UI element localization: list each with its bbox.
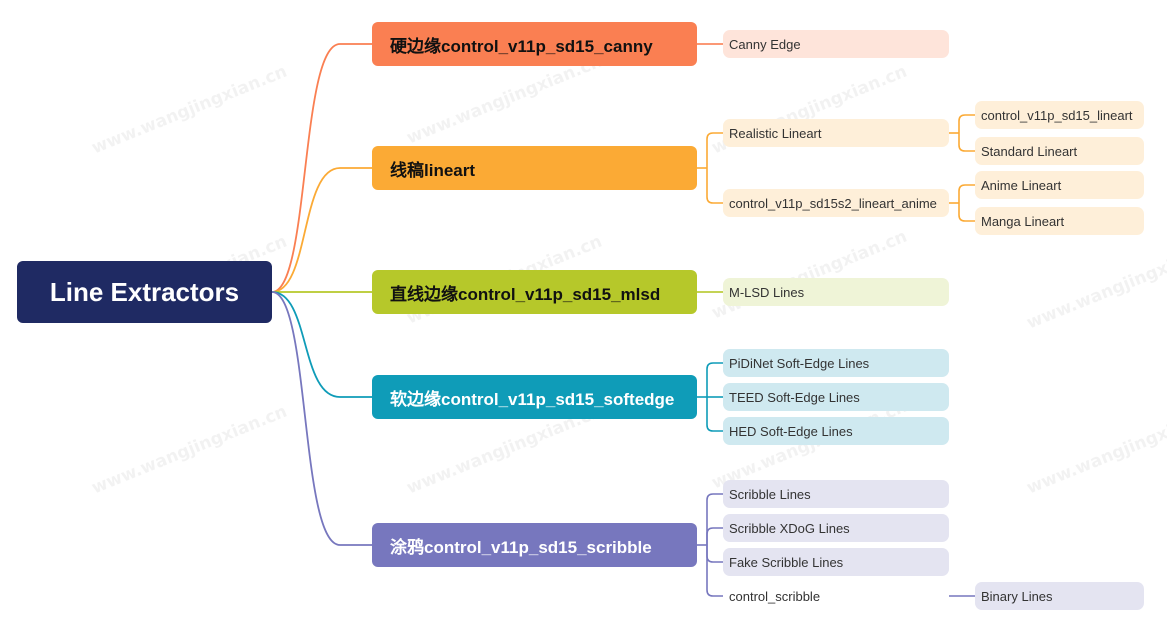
branch-connector xyxy=(706,397,723,432)
branch-canny[interactable]: 硬边缘control_v11p_sd15_canny xyxy=(372,22,697,66)
sub-connector xyxy=(958,184,975,203)
branch-lineart[interactable]: 线稿lineart xyxy=(372,146,697,190)
branch-scribble[interactable]: 涂鸦control_v11p_sd15_scribble xyxy=(372,523,697,567)
leaf-hed[interactable]: HED Soft-Edge Lines xyxy=(723,417,949,445)
leaf-scribble-xdog[interactable]: Scribble XDoG Lines xyxy=(723,514,949,542)
branch-connector xyxy=(706,362,723,397)
sub-connector xyxy=(958,114,975,133)
sub-connector xyxy=(958,133,975,152)
root-node[interactable]: Line Extractors xyxy=(17,261,272,323)
branch-mlsd[interactable]: 直线边缘control_v11p_sd15_mlsd xyxy=(372,270,697,314)
leaf-binary-lines[interactable]: Binary Lines xyxy=(975,582,1144,610)
branch-connector xyxy=(706,527,723,545)
branch-softedge[interactable]: 软边缘control_v11p_sd15_softedge xyxy=(372,375,697,419)
root-connector xyxy=(271,43,372,293)
branch-connector xyxy=(706,545,723,563)
leaf-anime-lineart[interactable]: Anime Lineart xyxy=(975,171,1144,199)
leaf-realistic-lineart[interactable]: Realistic Lineart xyxy=(723,119,949,147)
leaf-fake-scribble[interactable]: Fake Scribble Lines xyxy=(723,548,949,576)
leaf-lineart-anime-model[interactable]: control_v11p_sd15s2_lineart_anime xyxy=(723,189,949,217)
leaf-teed[interactable]: TEED Soft-Edge Lines xyxy=(723,383,949,411)
leaf-manga-lineart[interactable]: Manga Lineart xyxy=(975,207,1144,235)
leaf-standard-lineart[interactable]: Standard Lineart xyxy=(975,137,1144,165)
leaf-mlsd-lines[interactable]: M-LSD Lines xyxy=(723,278,949,306)
root-connector xyxy=(271,291,372,546)
branch-connector xyxy=(706,493,723,545)
branch-connector xyxy=(706,132,723,168)
leaf-lineart-model[interactable]: control_v11p_sd15_lineart xyxy=(975,101,1144,129)
root-connector xyxy=(271,291,372,398)
branch-connector xyxy=(706,545,723,597)
leaf-pidinet[interactable]: PiDiNet Soft-Edge Lines xyxy=(723,349,949,377)
leaf-control-scribble[interactable]: control_scribble xyxy=(729,588,821,604)
root-connector xyxy=(271,167,372,293)
sub-connector xyxy=(958,203,975,222)
leaf-canny-edge[interactable]: Canny Edge xyxy=(723,30,949,58)
branch-connector xyxy=(706,168,723,204)
leaf-scribble-lines[interactable]: Scribble Lines xyxy=(723,480,949,508)
